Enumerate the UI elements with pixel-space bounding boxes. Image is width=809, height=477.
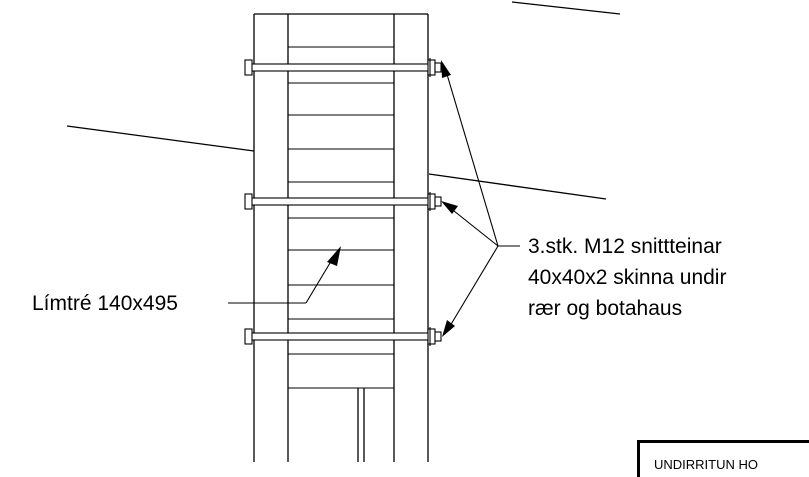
bolt-rod [248, 63, 435, 72]
beam-leader-diagonal [305, 257, 334, 304]
beam-leader [228, 257, 334, 304]
bolt-bottom [244, 327, 442, 346]
title-block-signature-label: UNDIRRITUN HO [654, 457, 758, 472]
lamination-lines [288, 46, 394, 389]
bolt-leader-arrowhead-top [441, 60, 451, 78]
bolt-tip-right [434, 62, 442, 73]
reference-lines [66, 1, 621, 200]
bolt-leader-arrowhead-bottom [442, 320, 455, 337]
bolt-leader-to-top [445, 70, 499, 247]
glulam-column [253, 13, 429, 462]
beam-leader-arrowhead [327, 246, 341, 266]
bolt-leader-to-bottom [449, 245, 499, 327]
bolt-nut-right [427, 328, 436, 345]
bolt-nut-right [427, 193, 436, 210]
title-block: UNDIRRITUN HO [637, 440, 809, 477]
top-slope-line [511, 1, 621, 15]
bolt-head-left [244, 59, 253, 76]
bolt-head-left [244, 328, 253, 345]
bolt-tip-right [434, 331, 442, 342]
bolt-leaders [445, 70, 520, 327]
bolt-top [244, 58, 442, 77]
bolt-middle [244, 192, 442, 211]
bolt-leader-to-middle [448, 206, 499, 247]
right-slope-line [428, 173, 607, 200]
left-slope-line [66, 125, 255, 152]
bolt-label-line-1: 3.stk. M12 snittteinar [528, 235, 722, 258]
bolt-nut-right [427, 59, 436, 76]
bolt-leader-arrowhead-middle [441, 201, 458, 214]
bolt-rod [248, 197, 435, 206]
bolt-label-line-3: rær og botahaus [528, 297, 682, 320]
bolt-tip-right [434, 196, 442, 207]
bolt-head-left [244, 193, 253, 210]
bolt-label-line-2: 40x40x2 skinna undir [528, 266, 726, 289]
beam-label: Límtré 140x495 [32, 292, 178, 315]
bolt-rod [248, 332, 435, 341]
